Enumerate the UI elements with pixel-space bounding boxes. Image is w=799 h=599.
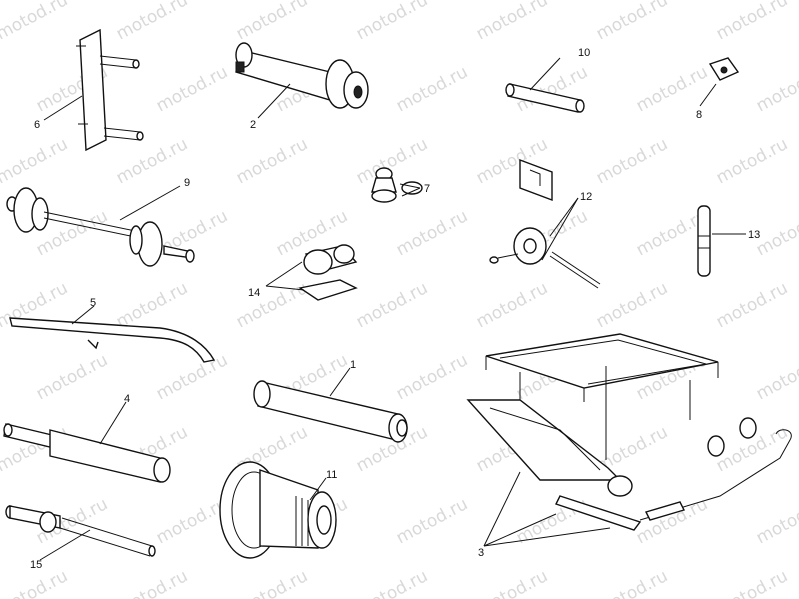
callout-11: 11 <box>326 469 337 481</box>
watermark-text: motod.ru <box>713 566 791 599</box>
watermark-text: motod.ru <box>473 0 551 44</box>
watermark-text: motod.ru <box>713 134 791 188</box>
watermark-text: motod.ru <box>113 278 191 332</box>
part-3-stand <box>466 333 792 531</box>
watermark-text: motod.ru <box>0 0 71 44</box>
watermark-text: motod.ru <box>393 350 471 404</box>
watermark-text: motod.ru <box>353 278 431 332</box>
part-7-fittings <box>371 167 423 203</box>
watermark-text: motod.ru <box>153 494 231 548</box>
part-1-bar <box>253 380 408 443</box>
watermark-text: motod.ru <box>473 566 551 599</box>
callout-3: 3 <box>478 547 484 559</box>
callout-14: 14 <box>248 287 260 299</box>
watermark-text: motod.ru <box>753 62 799 116</box>
watermark-text: motod.ru <box>393 206 471 260</box>
part-6-plate-with-studs <box>76 28 144 152</box>
watermark-text: motod.ru <box>753 350 799 404</box>
callout-2: 2 <box>250 119 256 131</box>
watermark-text: motod.ru <box>593 0 671 44</box>
callout-15: 15 <box>30 559 42 571</box>
part-2-sleeve <box>235 42 369 109</box>
callout-10: 10 <box>578 47 590 59</box>
callout-5: 5 <box>90 297 96 309</box>
part-15-punch <box>5 505 156 557</box>
watermark-text: motod.ru <box>153 62 231 116</box>
callout-7: 7 <box>424 183 430 195</box>
watermark-text: motod.ru <box>753 494 799 548</box>
part-11-bush <box>219 461 337 559</box>
part-12-gauge-set <box>489 158 601 289</box>
part-14-collets <box>298 244 358 301</box>
watermark-text: motod.ru <box>33 350 111 404</box>
watermark-text: motod.ru <box>113 0 191 44</box>
watermark-text: motod.ru <box>0 566 71 599</box>
callout-9: 9 <box>184 177 190 189</box>
watermark-text: motod.ru <box>393 62 471 116</box>
callout-6: 6 <box>34 119 40 131</box>
watermark-text: motod.ru <box>233 134 311 188</box>
part-10-pin <box>505 83 585 113</box>
watermark-text: motod.ru <box>593 278 671 332</box>
part-8-nut <box>708 57 740 81</box>
callout-12: 12 <box>580 191 592 203</box>
callout-1: 1 <box>350 359 356 371</box>
watermark-text: motod.ru <box>593 566 671 599</box>
callout-8: 8 <box>696 109 702 121</box>
watermark-text: motod.ru <box>233 566 311 599</box>
watermark-text: motod.ru <box>393 494 471 548</box>
watermark-text: motod.ru <box>113 134 191 188</box>
watermark-text: motod.ru <box>593 134 671 188</box>
part-9-puller <box>6 187 195 267</box>
watermark-text: motod.ru <box>153 350 231 404</box>
callout-4: 4 <box>124 393 130 405</box>
watermark-text: motod.ru <box>113 566 191 599</box>
watermark-text: motod.ru <box>713 0 791 44</box>
watermark-text: motod.ru <box>233 0 311 44</box>
leader-lines <box>39 57 746 561</box>
part-4-drift <box>3 423 171 483</box>
part-13-rod <box>697 205 711 277</box>
callout-13: 13 <box>748 229 760 241</box>
callout-labels: 6 2 10 8 9 7 12 13 14 5 1 4 11 15 3 <box>30 47 760 571</box>
part-5-spanner <box>9 317 216 363</box>
watermark-text: motod.ru <box>0 134 71 188</box>
watermark-text: motod.ru <box>713 278 791 332</box>
watermark-text: motod.ru <box>353 0 431 44</box>
watermark-text: motod.ru <box>473 278 551 332</box>
watermark-text: motod.ru <box>353 566 431 599</box>
